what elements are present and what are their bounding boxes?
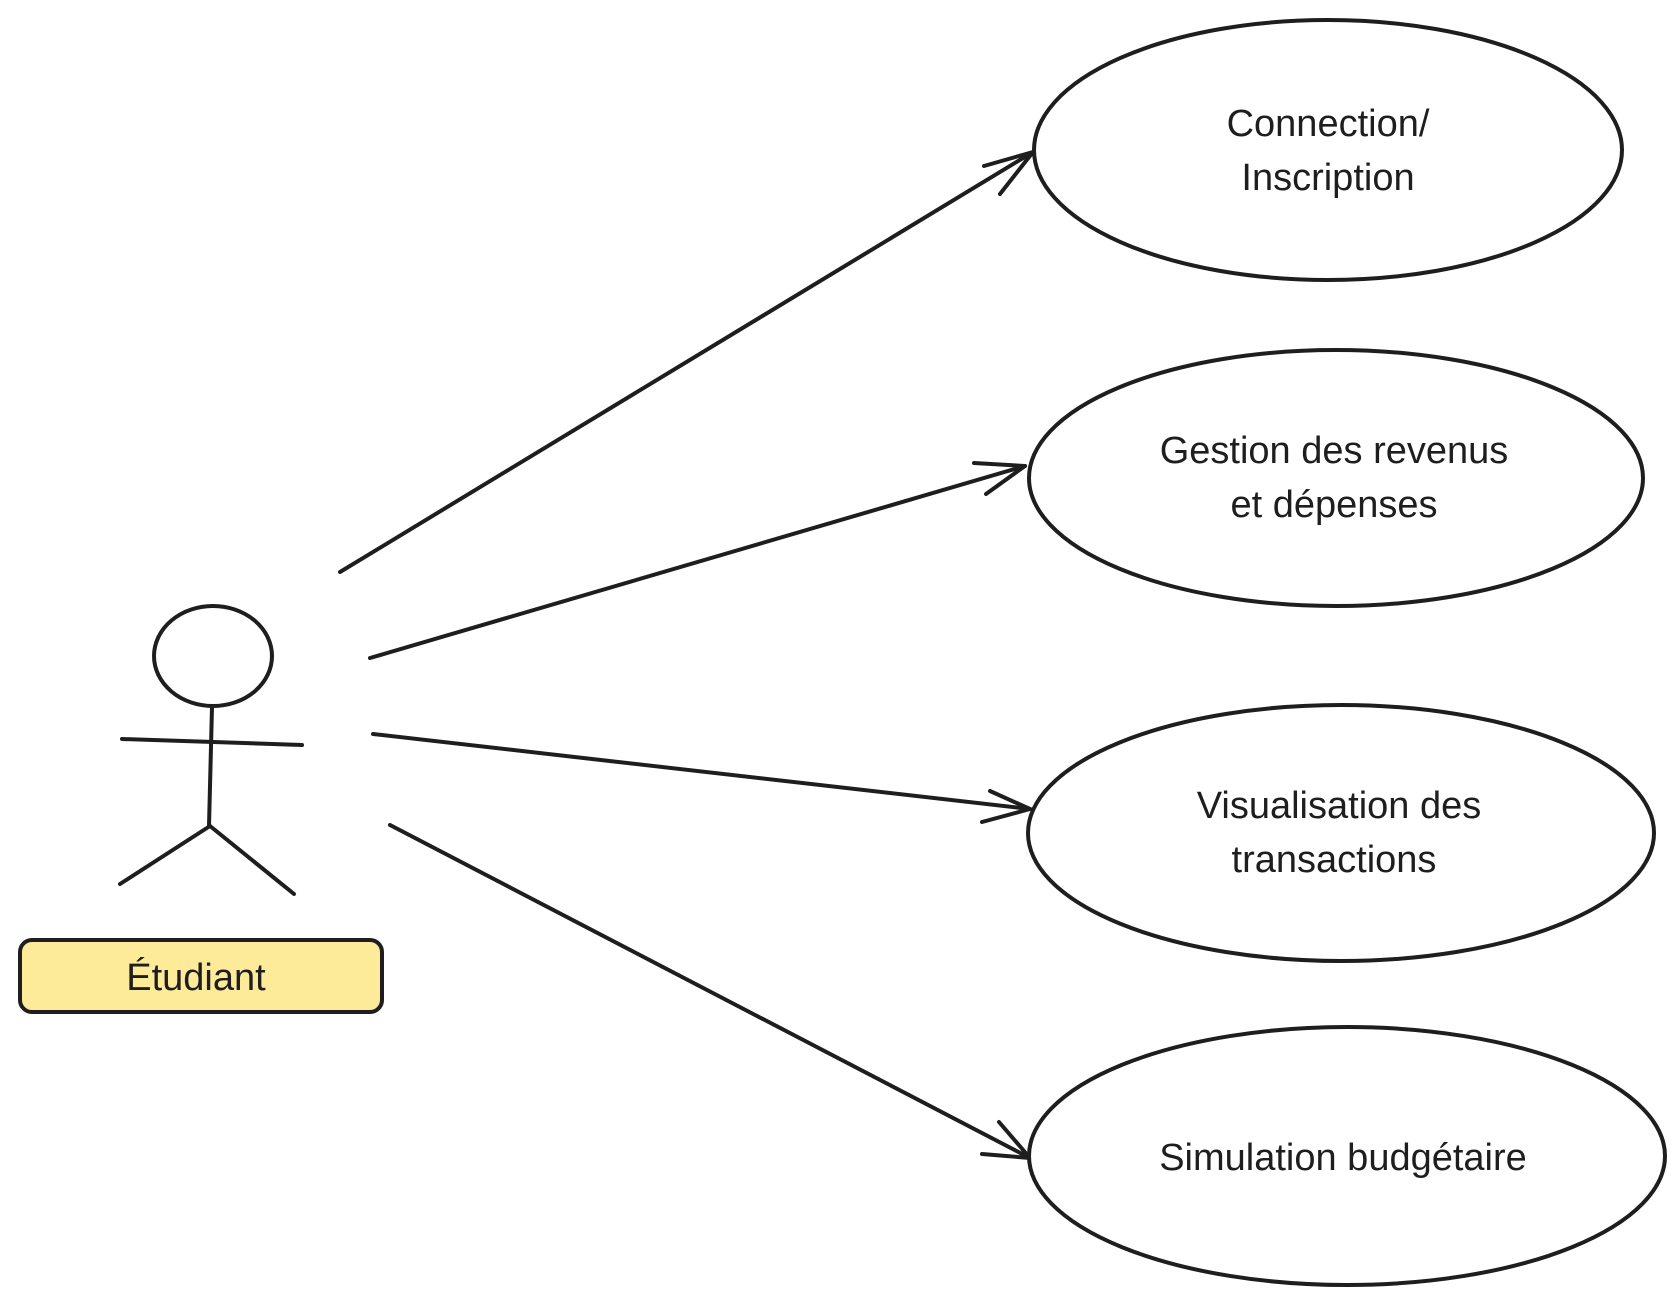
- actor-left-leg: [118, 824, 212, 886]
- association-line-1: [338, 150, 1035, 574]
- actor-label-text: Étudiant: [126, 956, 266, 999]
- actor-arms: [120, 737, 304, 747]
- use-case-ellipse-4: [1027, 1025, 1667, 1287]
- association-3: [371, 732, 1032, 824]
- use-case-label-3a: Visualisation des: [1197, 785, 1481, 827]
- use-case-gestion[interactable]: Gestion des revenus et dépenses: [1027, 348, 1645, 608]
- association-arrowhead-2: [972, 461, 1027, 496]
- use-case-label-1a: Connection/: [1227, 103, 1430, 145]
- association-arrowhead-3: [980, 789, 1032, 824]
- use-case-simulation[interactable]: Simulation budgétaire: [1027, 1025, 1667, 1287]
- association-1: [338, 150, 1035, 574]
- use-case-ellipse-3: [1026, 703, 1656, 963]
- association-line-2: [368, 464, 1027, 660]
- actor-label-box: [18, 938, 384, 1014]
- association-line-3: [371, 732, 1032, 811]
- use-case-visualisation[interactable]: Visualisation des transactions: [1026, 703, 1656, 963]
- association-2: [368, 461, 1027, 660]
- use-case-label-3b: transactions: [1232, 839, 1437, 881]
- association-arrowhead-1: [982, 150, 1035, 196]
- association-line-4: [388, 823, 1032, 1160]
- use-case-ellipse-1: [1032, 18, 1624, 282]
- use-case-label-2a: Gestion des revenus: [1160, 430, 1509, 472]
- actor-label[interactable]: Étudiant: [18, 938, 384, 1014]
- association-4: [388, 823, 1032, 1160]
- use-case-connection[interactable]: Connection/ Inscription: [1032, 18, 1624, 282]
- actor-right-leg: [208, 824, 296, 896]
- association-arrowhead-4: [980, 1120, 1032, 1160]
- use-case-label-2b: et dépenses: [1230, 484, 1437, 526]
- use-case-ellipse-2: [1027, 348, 1645, 608]
- use-case-label-4a: Simulation budgétaire: [1159, 1137, 1527, 1179]
- actor-body: [207, 705, 214, 828]
- actor-head: [152, 604, 274, 708]
- use-case-label-1b: Inscription: [1241, 157, 1414, 199]
- actor-figure: [118, 604, 304, 896]
